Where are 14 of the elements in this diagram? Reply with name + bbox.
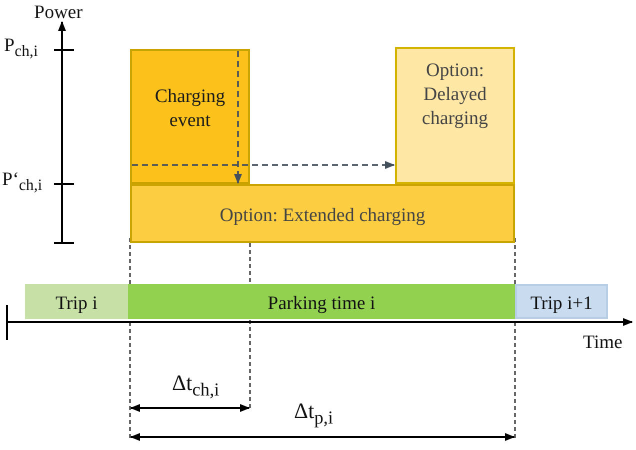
arrow [234, 51, 242, 184]
charging-event-box: Charging event [130, 49, 250, 184]
tick-label: P‘$_{ch,i}$ [2, 170, 42, 194]
trip-bar: Trip i+1 [515, 284, 608, 319]
parking-bar: Parking time i [128, 284, 515, 319]
delayed-charging-box: Option: Delayed charging [395, 47, 515, 184]
arrow [132, 161, 395, 169]
dimension-label: Δt$_{ch,i}$ [172, 372, 220, 399]
tick-label: P$_{ch,i}$ [4, 36, 38, 60]
axis-label: Time [583, 333, 622, 352]
axis-label: Power [34, 3, 83, 22]
extended-charging-box: Option: Extended charging [130, 184, 515, 243]
dimension-label: Δt$_{p,i}$ [294, 400, 334, 427]
trip-bar: Trip i [25, 284, 128, 319]
